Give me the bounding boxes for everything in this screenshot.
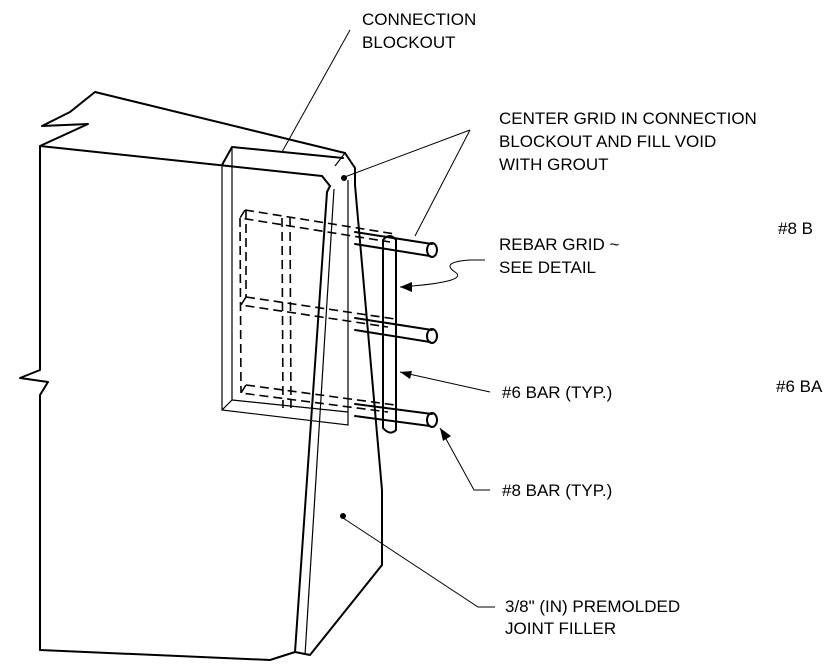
cut-bar8-label: #8 B xyxy=(778,219,813,238)
center-grid-label-line1: CENTER GRID IN CONNECTION xyxy=(499,109,757,128)
bar6-label: #6 BAR (TYP.) xyxy=(502,383,612,402)
leaders xyxy=(281,29,495,608)
annotations: CONNECTION BLOCKOUT CENTER GRID IN CONNE… xyxy=(362,10,823,638)
connection-blockout-label-line2: BLOCKOUT xyxy=(362,33,456,52)
cut-bar6-label: #6 BA xyxy=(776,377,823,396)
joint-filler-label-line1: 3/8" (IN) PREMOLDED xyxy=(505,597,680,616)
center-grid-label-line2: BLOCKOUT AND FILL VOID xyxy=(499,132,716,151)
barrier-body xyxy=(19,91,383,661)
rebar-grid-label-line2: SEE DETAIL xyxy=(499,258,596,277)
joint-filler-label-line2: JOINT FILLER xyxy=(505,619,616,638)
bar8-label: #8 BAR (TYP.) xyxy=(502,481,612,500)
rebar-grid xyxy=(354,231,438,434)
connection-blockout-label-line1: CONNECTION xyxy=(362,10,476,29)
center-grid-label-line3: WITH GROUT xyxy=(499,155,609,174)
rebar-grid-label-line1: REBAR GRID ~ xyxy=(499,235,620,254)
hidden-rebar xyxy=(238,209,396,413)
connection-blockout xyxy=(221,146,349,426)
